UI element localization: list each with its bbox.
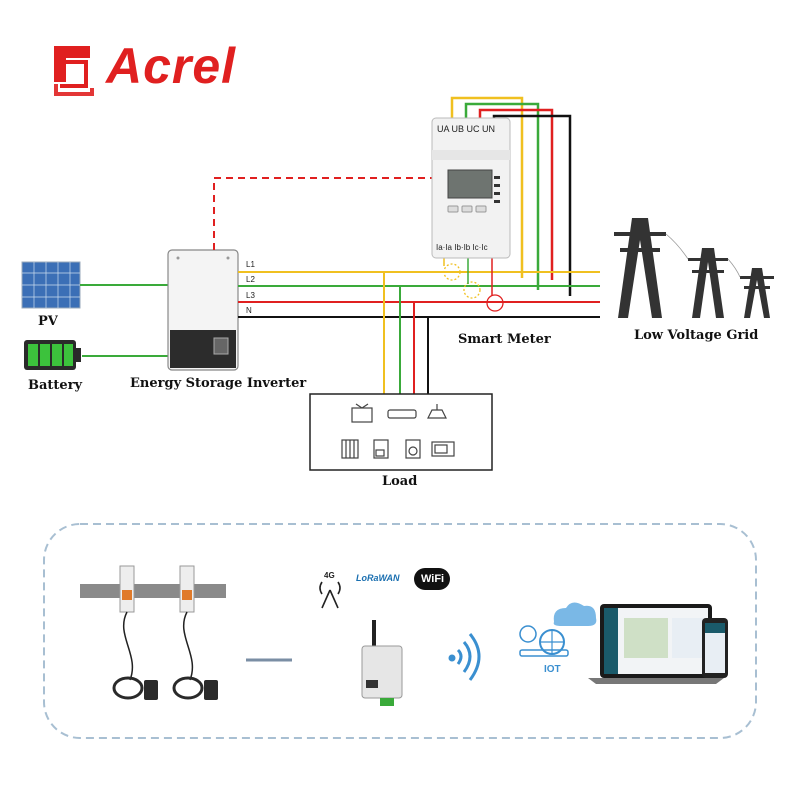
microwave-icon [431,441,455,457]
inverter-icon [167,249,239,371]
phone-icon [702,618,728,678]
tv-icon [351,403,373,423]
meter-terminals-bottom: Ia·Ia Ib·Ib Ic·Ic [436,243,488,252]
label-battery: Battery [28,378,83,393]
wifi-circle-icon [519,625,537,643]
line-label-l1: L1 [246,260,255,269]
laptop-icon [588,604,724,684]
washing-machine-icon [405,439,421,459]
current-transformer-icon [112,676,218,700]
label-iot: IOT [544,664,561,675]
transmission-tower-icon [614,218,774,318]
label-4g: 4G [324,571,335,580]
brand-logo: Acrel [98,36,236,96]
air-conditioner-icon [387,409,417,419]
battery-icon [24,340,81,370]
din-rail-meter-icon [80,565,226,613]
cloud-icon [553,602,597,626]
solar-panel-icon [21,261,81,309]
meter-terminals-top: UA UB UC UN [437,124,496,134]
label-load: Load [382,474,418,489]
range-hood-icon [427,404,447,419]
wifi-badge-icon [414,568,450,590]
load-box [309,393,493,471]
label-pv: PV [38,314,58,329]
line-label-l3: L3 [246,291,255,300]
logo-mark-icon [54,46,94,96]
iot-frame [43,523,757,739]
label-inverter: Energy Storage Inverter [130,376,307,391]
label-smart-meter: Smart Meter [458,332,551,347]
smart-meter-icon [431,117,511,259]
wireless-signal-icon [448,633,481,681]
coffee-machine-icon [373,439,389,459]
brand-name: Acrel [106,38,237,94]
label-wifi: WiFi [421,573,445,585]
line-label-n: N [246,306,252,315]
heater-icon [341,439,359,459]
label-grid: Low Voltage Grid [634,328,759,343]
gateway-icon [361,620,403,706]
cell-tower-icon [319,581,341,609]
line-label-l2: L2 [246,275,255,284]
label-lorawan: LoRaWAN [356,573,400,583]
